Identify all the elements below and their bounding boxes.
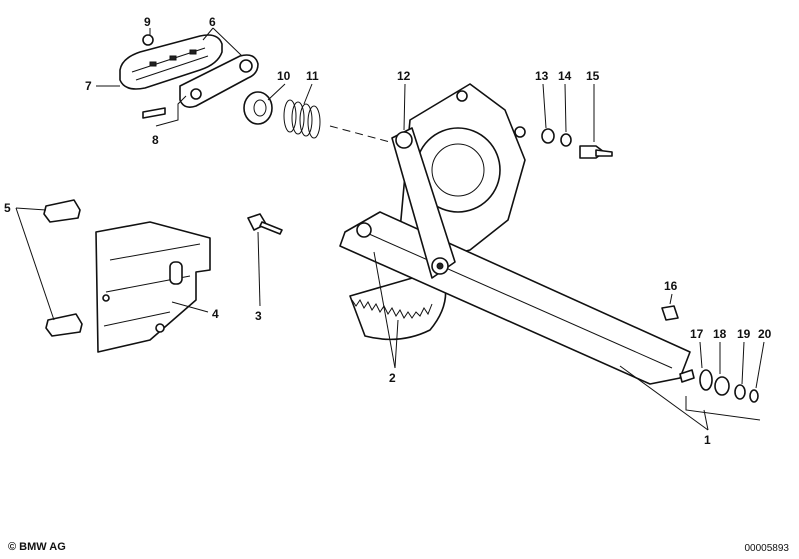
callout-10: 10: [277, 69, 291, 83]
regulator-mechanism: [339, 83, 695, 385]
callout-8: 8: [152, 133, 159, 147]
callout-16: 16: [664, 279, 678, 293]
callout-4: 4: [212, 307, 219, 321]
callout-13: 13: [535, 69, 549, 83]
callout-2: 2: [389, 371, 396, 385]
callout-11: 11: [306, 69, 319, 83]
callout-5: 5: [4, 201, 11, 215]
callout-15: 15: [586, 69, 600, 83]
mounting-bracket: [43, 199, 211, 353]
washer-and-spring: [243, 91, 391, 143]
callout-6: 6: [209, 15, 216, 29]
callout-18: 18: [713, 327, 727, 341]
callout-labels: 9 6 7 8 10 11 12 13 14 15 5 4 3 2 16 17 …: [4, 15, 772, 447]
callout-7: 7: [85, 79, 92, 93]
callout-3: 3: [255, 309, 262, 323]
handle-cover-assembly: [119, 34, 259, 119]
callout-12: 12: [397, 69, 411, 83]
document-number: 00005893: [744, 543, 790, 554]
callout-9: 9: [144, 15, 151, 29]
copyright-notice: © BMW AG: [8, 541, 66, 553]
small-hardware: [541, 128, 759, 403]
leader-lines: [15, 27, 765, 431]
callout-14: 14: [558, 69, 572, 83]
bolt-3: [247, 213, 283, 235]
callout-1: 1: [704, 433, 711, 447]
callout-19: 19: [737, 327, 751, 341]
callout-17: 17: [690, 327, 704, 341]
callout-20: 20: [758, 327, 772, 341]
